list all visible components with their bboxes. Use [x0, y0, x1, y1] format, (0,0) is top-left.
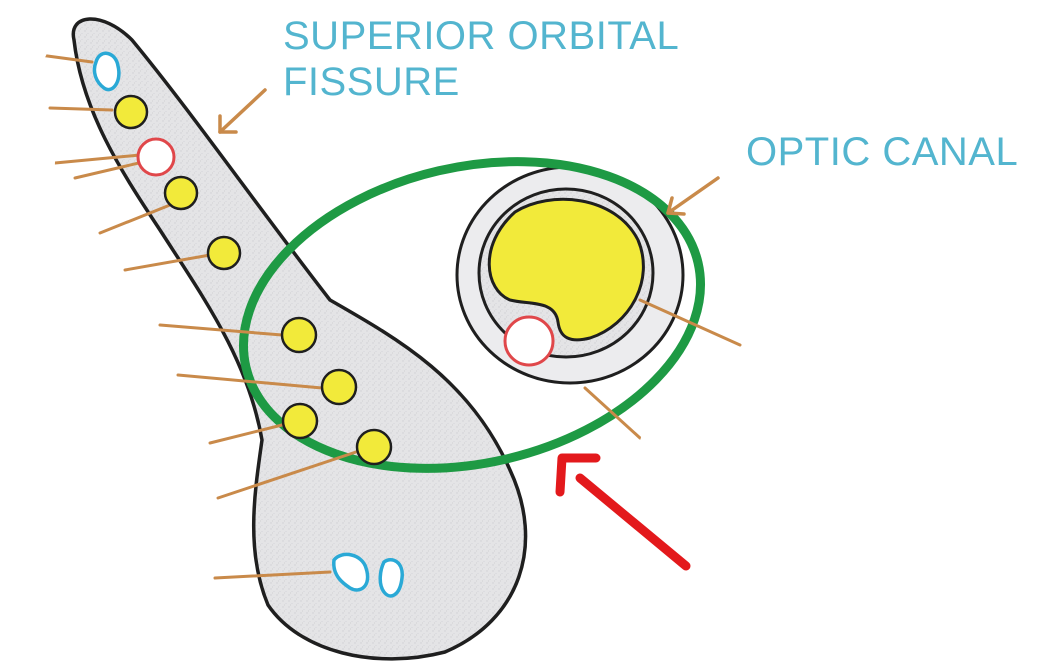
label-pointer-arrows — [218, 88, 720, 216]
optic-canal-label: OPTIC CANAL — [746, 130, 1019, 174]
blank-label — [0, 130, 55, 186]
leader-lines — [38, 53, 742, 580]
common-tendinous-ring — [239, 157, 705, 473]
superior-ophthalmic-vein-shape — [92, 51, 121, 92]
ophthalmic-artery-circle — [503, 315, 555, 367]
blank-label — [0, 12, 48, 70]
red-arrow-icon — [555, 453, 691, 571]
inferior-ophthalmic-vein-left-shape — [332, 552, 370, 592]
blank-label — [598, 495, 898, 565]
inferior-ophthalmic-vein-right-shape — [378, 557, 404, 598]
blank-label — [760, 318, 1000, 380]
nerve-circle — [113, 94, 149, 130]
blank-label-areas — [0, 12, 1030, 608]
blank-label — [0, 548, 185, 608]
blank-label — [0, 190, 85, 260]
fissure-artery-circle — [136, 137, 176, 177]
nerve-circle — [320, 368, 358, 406]
superior-orbital-fissure-label-line-2: FISSURE — [283, 60, 460, 104]
blank-label — [0, 410, 160, 468]
optic-nerve-shape — [487, 197, 645, 342]
superior-orbital-fissure-label-line-1: SUPERIOR ORBITAL — [283, 14, 680, 58]
nerve-circle — [280, 316, 318, 354]
blank-label — [0, 262, 120, 402]
nerve-circle — [163, 175, 199, 211]
nerve-circle — [355, 428, 393, 466]
blank-label — [640, 420, 1030, 480]
fissure-nerves — [113, 94, 393, 466]
blank-label — [0, 82, 30, 134]
nerve-circle — [206, 235, 242, 271]
blank-label — [0, 468, 200, 540]
nerve-circle — [281, 402, 319, 440]
